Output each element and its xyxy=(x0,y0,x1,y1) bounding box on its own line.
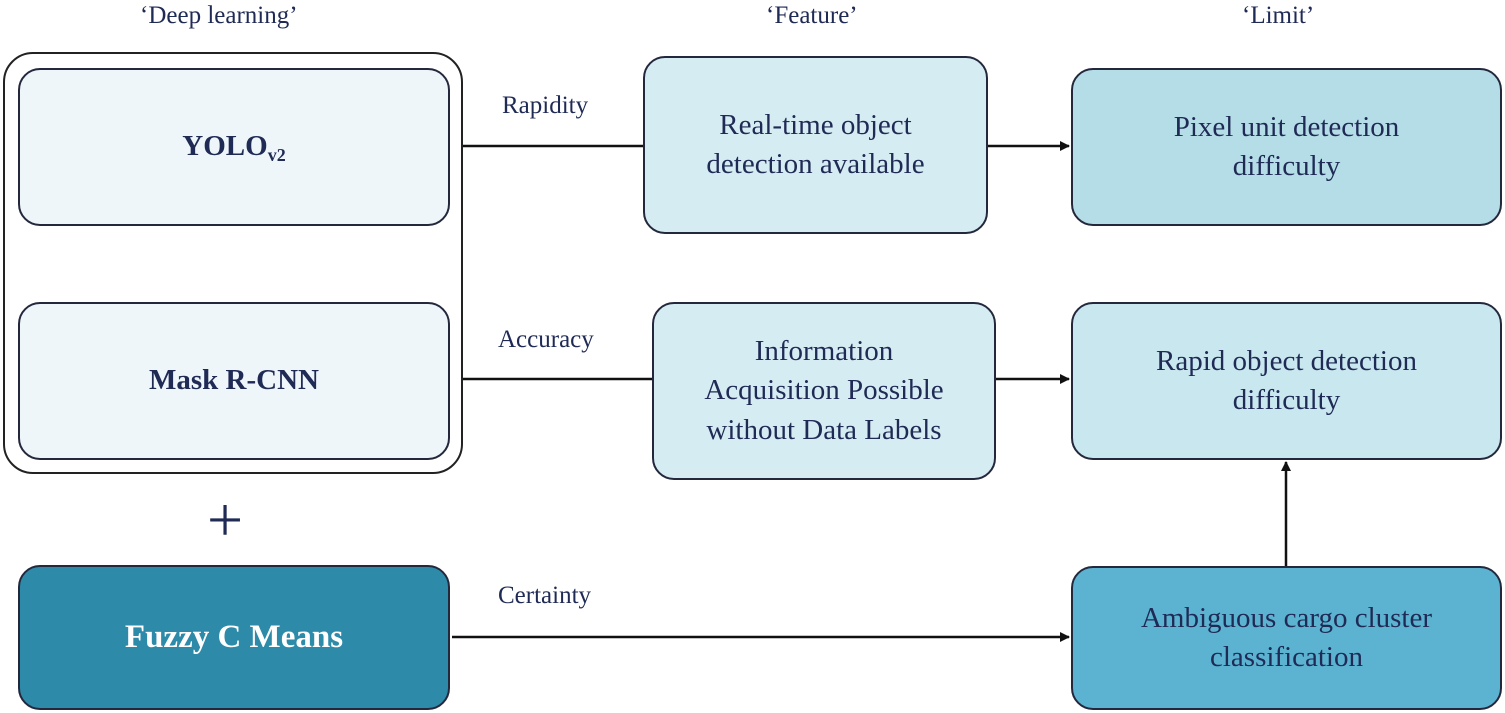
limit-pixel-line1: Pixel unit detection xyxy=(1173,110,1400,143)
limit-ambiguous-box: Ambiguous cargo cluster classification xyxy=(1071,566,1502,710)
fuzzy-label: Fuzzy C Means xyxy=(124,619,344,656)
feature-realtime-line2: detection available xyxy=(706,148,925,180)
mask-rcnn-box: Mask R-CNN xyxy=(18,302,450,460)
feature-info-line1: Information xyxy=(754,335,894,368)
yolo-version-subscript: v2 xyxy=(267,144,286,165)
label-certainty: Certainty xyxy=(498,582,592,609)
feature-realtime-box: Real-time object detection available xyxy=(643,56,988,234)
yolo-label: YOLO xyxy=(182,129,268,162)
limit-rapid-line1: Rapid object detection xyxy=(1156,344,1417,377)
deep-learning-group xyxy=(3,52,463,474)
mask-rcnn-label: Mask R-CNN xyxy=(149,364,319,397)
feature-info-line2: Acquisition Possible xyxy=(704,374,944,407)
plus-sign: + xyxy=(207,484,244,555)
limit-ambiguous-line1: Ambiguous cargo cluster xyxy=(1140,601,1433,634)
limit-rapid-box: Rapid object detection difficulty xyxy=(1071,302,1502,460)
feature-info-acquisition-box: Information Acquisition Possible without… xyxy=(652,302,996,480)
yolo-v2-box: YOLOv2 xyxy=(18,68,450,226)
fuzzy-c-means-box: Fuzzy C Means xyxy=(18,565,450,710)
header-feature: ‘Feature’ xyxy=(766,2,858,29)
feature-info-line3: without Data Labels xyxy=(706,413,942,446)
header-deep-learning: ‘Deep learning’ xyxy=(140,2,298,29)
header-limit: ‘Limit’ xyxy=(1242,2,1315,29)
limit-pixel-line2: difficulty xyxy=(1232,150,1341,182)
limit-rapid-line2: difficulty xyxy=(1232,384,1341,416)
limit-ambiguous-line2: classification xyxy=(1209,641,1363,673)
label-accuracy: Accuracy xyxy=(498,326,594,353)
limit-pixel-box: Pixel unit detection difficulty xyxy=(1071,68,1502,226)
label-rapidity: Rapidity xyxy=(502,92,589,119)
feature-realtime-line1: Real-time object xyxy=(719,108,912,141)
